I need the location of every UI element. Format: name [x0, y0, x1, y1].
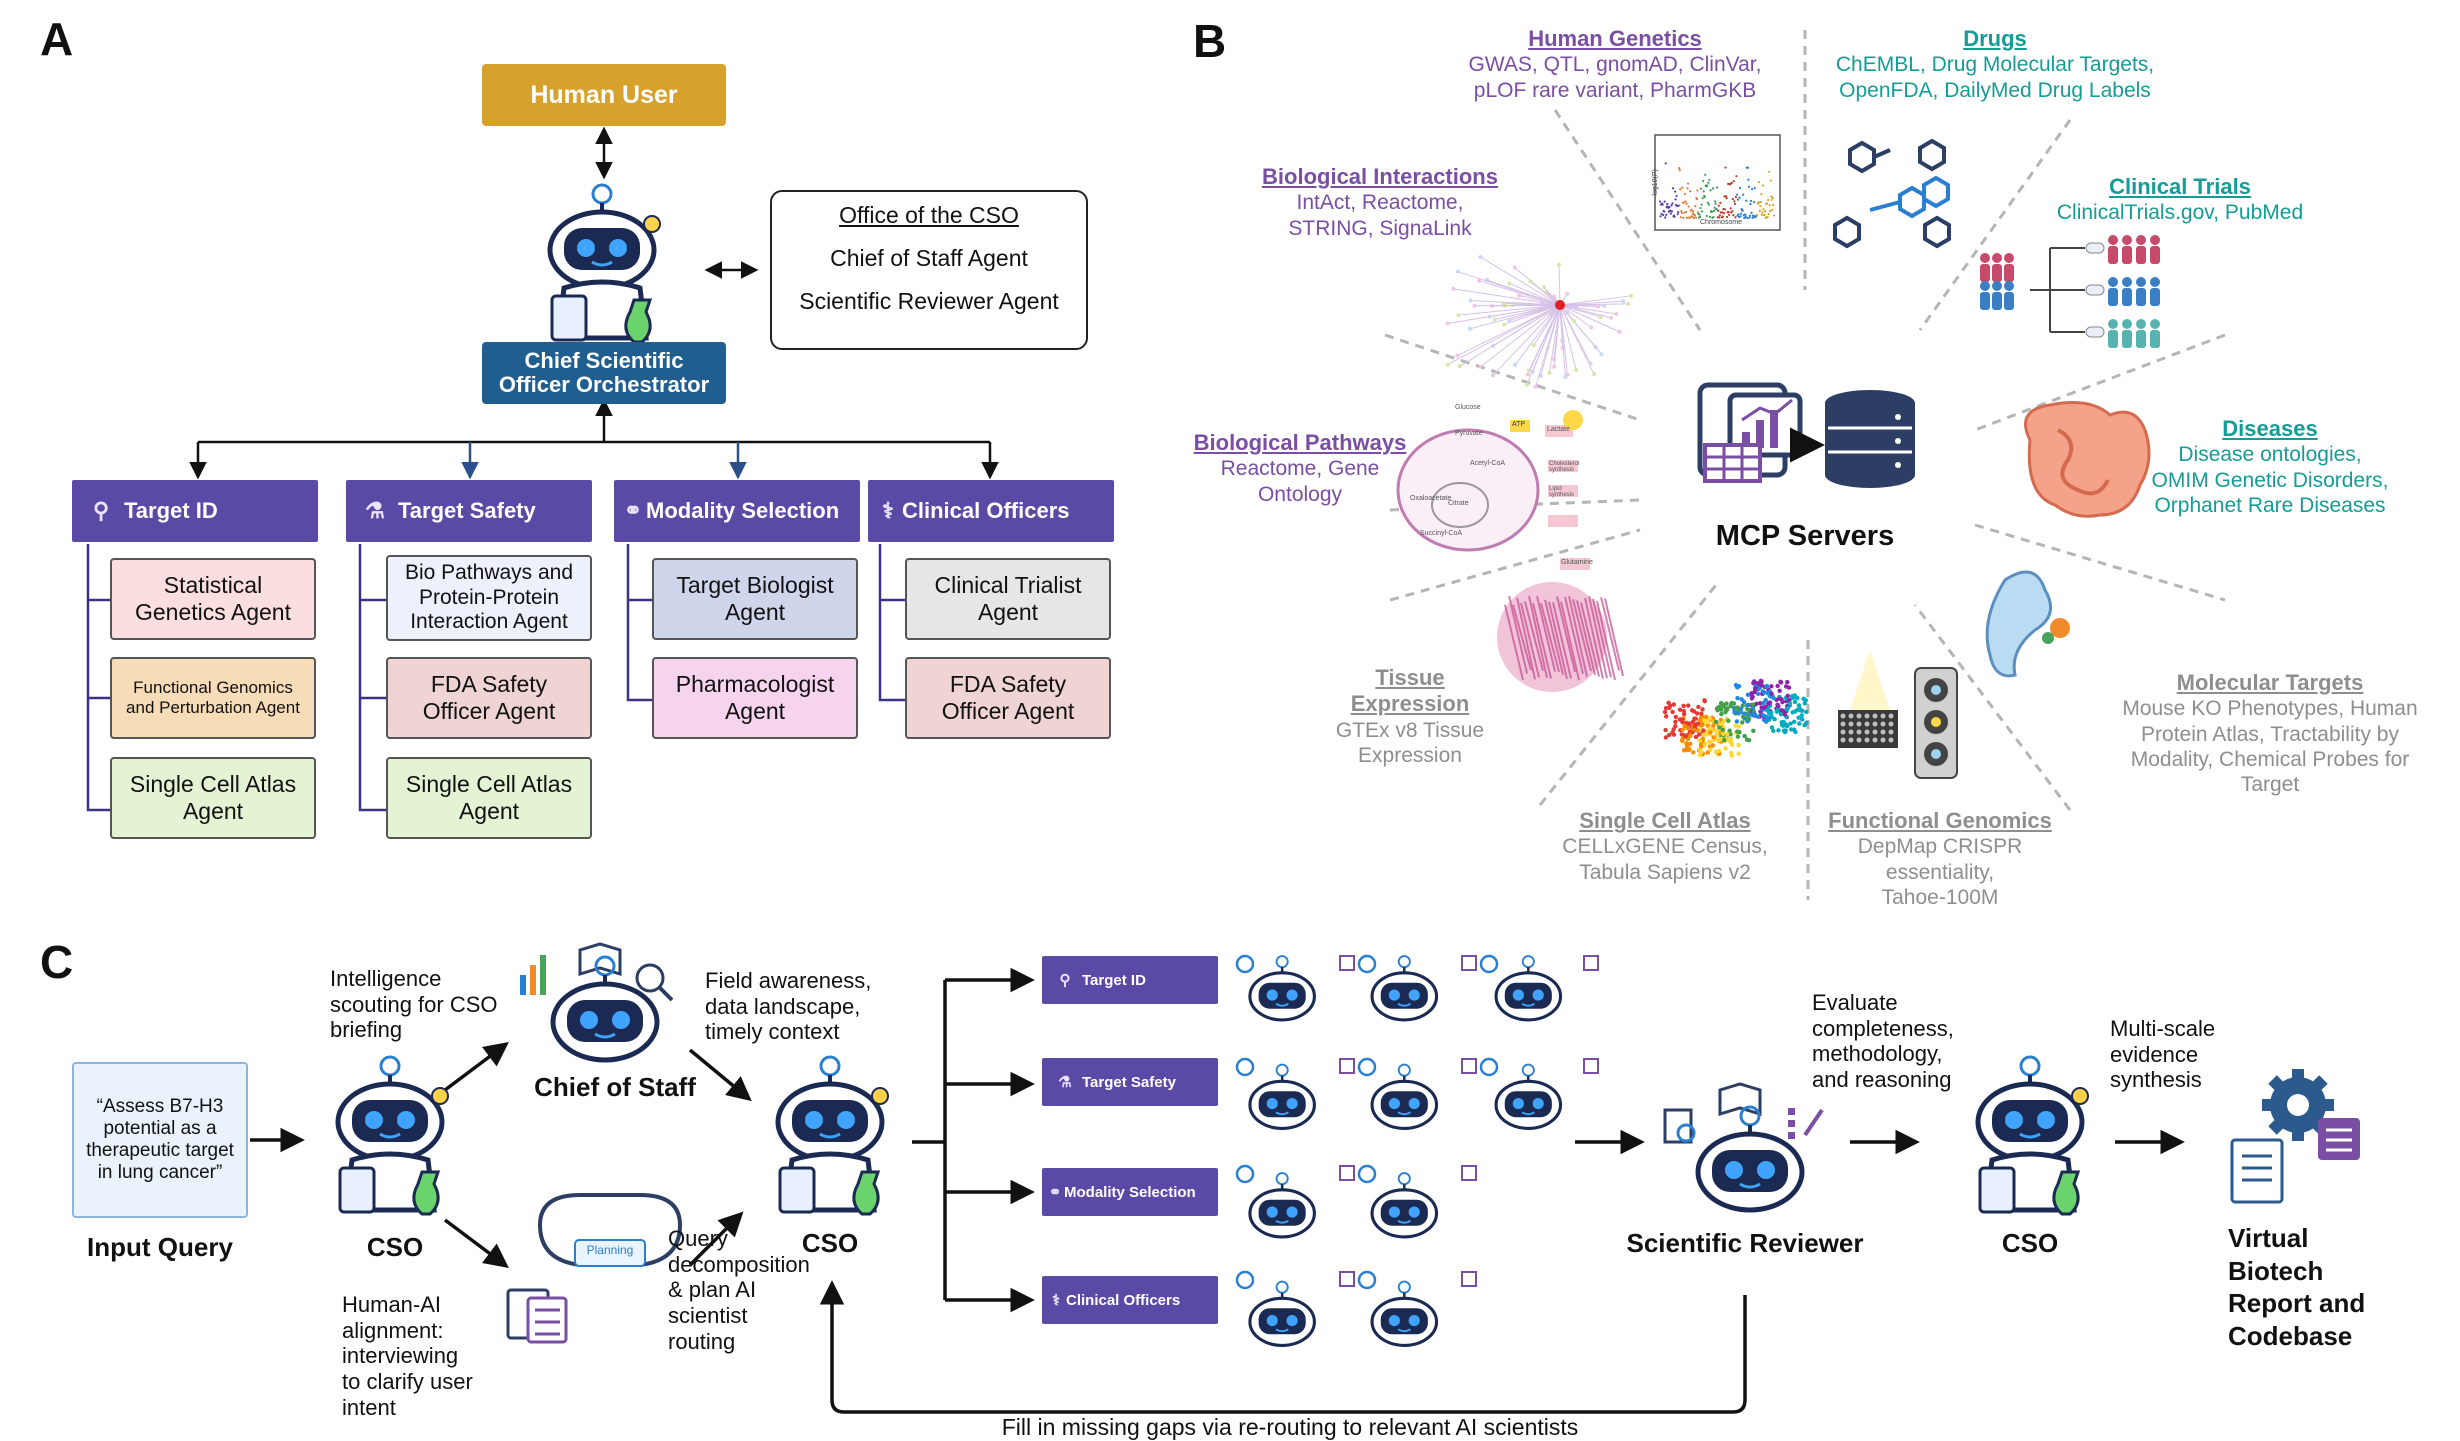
- source-biological-interactions: Biological Interactions IntAct, Reactome…: [1245, 164, 1515, 241]
- reviewer-robot-c: [1698, 1107, 1802, 1210]
- team-target-safety: ⚗Target Safety: [1042, 1058, 1218, 1106]
- panel-letter-a: A: [40, 12, 73, 66]
- agent-pharmacologist: Pharmacologist Agent: [652, 657, 858, 739]
- cso-robot-c2: [778, 1057, 888, 1214]
- team-clinical-officers: ⚕Clinical Officers: [1042, 1276, 1218, 1324]
- source-diseases: Diseases Disease ontologies, OMIM Geneti…: [2120, 416, 2420, 518]
- cso-robot-c3: [1978, 1057, 2088, 1214]
- source-biological-pathways: Biological Pathways Reactome, Gene Ontol…: [1180, 430, 1420, 507]
- planning-label: Planning: [578, 1243, 642, 1257]
- vial-icon: ⚗: [1056, 1073, 1074, 1091]
- panel-letter-b: B: [1193, 14, 1226, 68]
- office-of-cso-box: Office of the CSO Chief of Staff Agent S…: [770, 190, 1088, 350]
- pathway-node: ATP: [1512, 421, 1525, 428]
- report-codebase-icon: [2232, 1069, 2360, 1202]
- pill-icon: ⚭: [1048, 1183, 1062, 1201]
- header-clinical-officers: ⚕Clinical Officers: [868, 480, 1114, 542]
- panel-letter-c: C: [40, 935, 73, 989]
- agent-statistical-genetics: Statistical Genetics Agent: [110, 558, 316, 640]
- source-tissue-expression: Tissue Expression GTEx v8 Tissue Express…: [1300, 665, 1520, 768]
- interaction-network-icon: [1446, 255, 1633, 389]
- chief-of-staff-robot-c: [553, 957, 657, 1060]
- team-target-id: ⚲Target ID: [1042, 956, 1218, 1004]
- pathway-node: Glutamine: [1561, 559, 1593, 566]
- office-reviewer: Scientific Reviewer Agent: [772, 288, 1086, 315]
- mcp-servers-icon: [1700, 385, 1915, 488]
- pathway-node: Acetyl-CoA: [1470, 460, 1505, 467]
- source-functional-genomics: Functional Genomics DepMap CRISPR essent…: [1815, 808, 2065, 910]
- cso-robot-c1: [338, 1057, 448, 1214]
- pathway-node: Pyruvate: [1455, 430, 1483, 437]
- pathway-node: Glucose: [1455, 404, 1481, 411]
- header-target-safety: ⚗Target Safety: [346, 480, 592, 542]
- input-query-box: “Assess B7-H3 potential as a therapeutic…: [72, 1062, 248, 1218]
- pathway-node: Citrate: [1448, 500, 1469, 507]
- stethoscope-icon: ⚕: [1048, 1291, 1064, 1309]
- agent-fda-safety-officer-2: FDA Safety Officer Agent: [905, 657, 1111, 739]
- cso-orchestrator-box: Chief Scientific Officer Orchestrator: [482, 342, 726, 404]
- office-chief-of-staff: Chief of Staff Agent: [772, 245, 1086, 272]
- search-icon: ⚲: [86, 498, 116, 524]
- pathway-node: Oxaloacetate: [1410, 495, 1451, 502]
- office-title: Office of the CSO: [772, 202, 1086, 229]
- agent-functional-genomics: Functional Genomics and Perturbation Age…: [110, 657, 316, 739]
- bar-chart-icon: [520, 955, 546, 995]
- cso-robot-a: [550, 185, 660, 342]
- cso-label-1: CSO: [335, 1232, 455, 1263]
- vial-icon: ⚗: [360, 498, 390, 524]
- molecule-icons: [1835, 141, 1949, 246]
- source-human-genetics: Human Genetics GWAS, QTL, gnomAD, ClinVa…: [1440, 26, 1790, 103]
- pathway-node: Succinyl-CoA: [1420, 530, 1462, 537]
- source-clinical-trials: Clinical Trials ClinicalTrials.gov, PubM…: [2035, 174, 2325, 226]
- header-modality-selection: ⚭Modality Selection: [614, 480, 860, 542]
- crispr-screen-icon: [1838, 650, 1957, 778]
- header-target-id: ⚲Target ID: [72, 480, 318, 542]
- agent-fda-safety-officer-1: FDA Safety Officer Agent: [386, 657, 592, 739]
- pill-icon: ⚭: [622, 498, 644, 524]
- team-modality-selection: ⚭Modality Selection: [1042, 1168, 1218, 1216]
- agent-single-cell-atlas-2: Single Cell Atlas Agent: [386, 757, 592, 839]
- source-drugs: Drugs ChEMBL, Drug Molecular Targets, Op…: [1815, 26, 2175, 103]
- clinical-trial-people-icon: [1980, 235, 2160, 348]
- stethoscope-icon: ⚕: [876, 498, 900, 524]
- scientific-reviewer-label: Scientific Reviewer: [1600, 1228, 1890, 1259]
- chief-of-staff-label: Chief of Staff: [505, 1072, 725, 1103]
- agent-bio-pathways-ppi: Bio Pathways and Protein-Protein Interac…: [386, 555, 592, 641]
- team-robots: [1250, 956, 1561, 1345]
- cso-label-3: CSO: [1970, 1228, 2090, 1259]
- agent-clinical-trialist: Clinical Trialist Agent: [905, 558, 1111, 640]
- single-cell-umap-icon: [1663, 679, 1809, 758]
- source-single-cell-atlas: Single Cell Atlas CELLxGENE Census, Tabu…: [1540, 808, 1790, 885]
- mcp-servers-label: MCP Servers: [1700, 520, 1910, 553]
- pathway-node: Lipid synthesis: [1549, 486, 1579, 498]
- protein-structure-icon: [1987, 572, 2070, 676]
- source-molecular-targets: Molecular Targets Mouse KO Phenotypes, H…: [2100, 670, 2440, 797]
- field-awareness-text: Field awareness,data landscape,timely co…: [705, 968, 871, 1045]
- manhattan-plot-icon: [1655, 135, 1780, 230]
- planning-brain-icon: [508, 1195, 680, 1342]
- pathway-node: Cholesterol synthesis: [1549, 461, 1579, 473]
- agent-single-cell-atlas-1: Single Cell Atlas Agent: [110, 757, 316, 839]
- mini-chart-x-label: Chromosome: [1700, 219, 1742, 226]
- feedback-loop-text: Fill in missing gaps via re-routing to r…: [900, 1414, 1680, 1441]
- search-icon: ⚲: [1056, 971, 1074, 989]
- pathway-node: Lactate: [1547, 426, 1570, 433]
- input-query-label: Input Query: [70, 1232, 250, 1263]
- human-user-box: Human User: [482, 64, 726, 126]
- agent-target-biologist: Target Biologist Agent: [652, 558, 858, 640]
- mini-chart-y-label: -log10(P): [1652, 169, 1659, 198]
